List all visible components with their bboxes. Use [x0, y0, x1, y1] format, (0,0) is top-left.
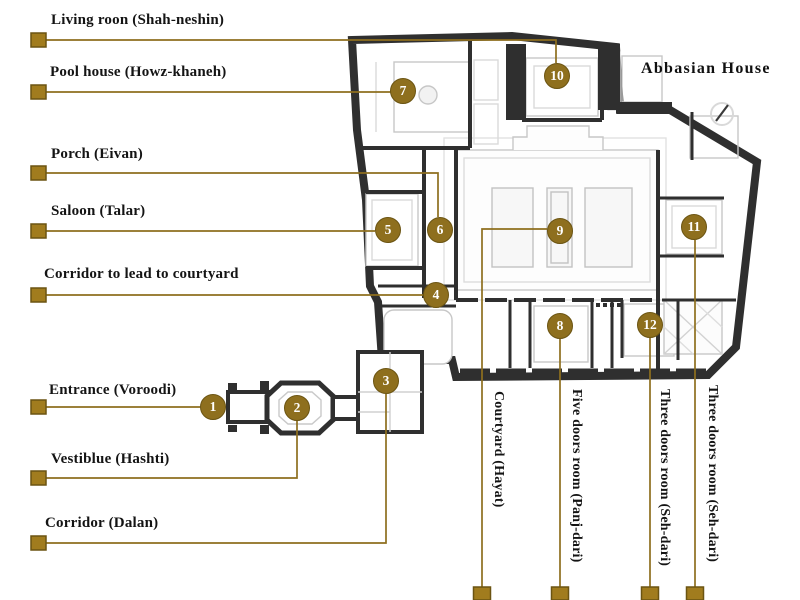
legend-label-living-room: Living roon (Shah-neshin): [51, 12, 225, 28]
legend-label-five-doors-room: Five doors room (Panj-dari): [569, 389, 584, 563]
legend-label-saloon: Saloon (Talar): [51, 203, 146, 219]
plan-marker-10: 10: [544, 63, 570, 89]
legend-label-three-doors-room-1: Three doors room (Seh-dari): [657, 389, 672, 567]
legend-squares: [30, 32, 705, 600]
plan-marker-5: 5: [375, 217, 401, 243]
legend-label-entrance: Entrance (Voroodi): [49, 382, 177, 398]
legend-label-corridor-courtyard: Corridor to lead to courtyard: [44, 266, 239, 282]
page-title: Abbasian House: [641, 60, 771, 77]
plan-marker-11: 11: [681, 214, 707, 240]
legend-label-courtyard: Courtyard (Hayat): [491, 391, 506, 508]
plan-marker-3: 3: [373, 368, 399, 394]
plan-marker-7: 7: [390, 78, 416, 104]
plan-marker-8: 8: [547, 313, 573, 339]
entrance-wing: [226, 350, 424, 436]
interior-walls: [357, 40, 736, 375]
legend-label-vestibule: Vestiblue (Hashti): [51, 451, 170, 467]
legend-label-pool-house: Pool house (Howz-khaneh): [50, 64, 227, 80]
legend-label-porch: Porch (Eivan): [51, 146, 143, 162]
plan-marker-12: 12: [637, 312, 663, 338]
plan-marker-2: 2: [284, 395, 310, 421]
north-indicator-icon: [710, 102, 734, 126]
connector-lines: [45, 39, 696, 587]
plan-marker-4: 4: [423, 282, 449, 308]
plan-marker-9: 9: [547, 218, 573, 244]
plan-marker-6: 6: [427, 217, 453, 243]
legend-label-corridor-dalan: Corridor (Dalan): [45, 515, 159, 531]
legend-label-three-doors-room-2: Three doors room (Seh-dari): [705, 385, 720, 563]
plan-marker-1: 1: [200, 394, 226, 420]
